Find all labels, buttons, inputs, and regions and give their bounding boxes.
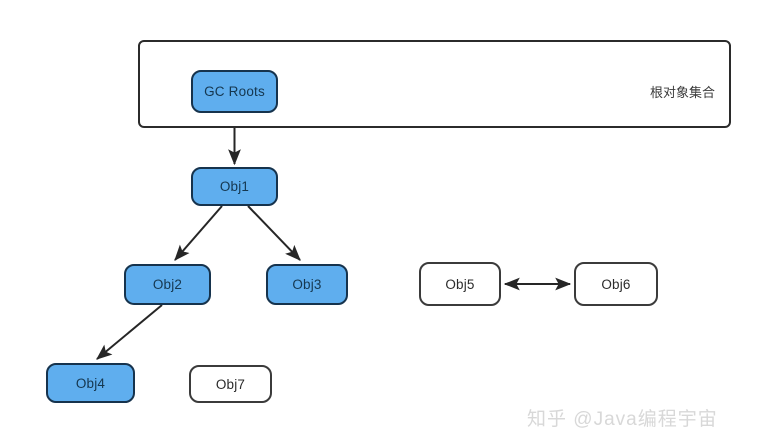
watermark: 知乎 @Java编程宇宙 — [527, 409, 718, 430]
node-gc-roots[interactable]: GC Roots — [191, 70, 278, 113]
edge-obj2-obj4 — [96, 304, 163, 360]
node-gc-roots-label: GC Roots — [204, 84, 265, 99]
node-obj5-label: Obj5 — [445, 276, 475, 292]
gc-roots-group-label: 根对象集合 — [650, 85, 716, 100]
edge-obj1-obj2 — [174, 205, 223, 261]
edge-obj1-obj3 — [247, 205, 301, 261]
node-obj4-label: Obj4 — [75, 375, 106, 391]
node-obj3[interactable]: Obj3 — [266, 264, 348, 305]
node-obj7-label: Obj7 — [215, 376, 246, 392]
node-obj6[interactable]: Obj6 — [574, 262, 658, 306]
node-obj1-label: Obj1 — [219, 179, 250, 194]
node-obj1[interactable]: Obj1 — [191, 167, 278, 206]
node-obj2-label: Obj2 — [152, 277, 183, 292]
node-obj2[interactable]: Obj2 — [124, 264, 211, 305]
node-obj4[interactable]: Obj4 — [46, 363, 135, 403]
node-obj7[interactable]: Obj7 — [189, 365, 272, 403]
node-obj6-label: Obj6 — [601, 276, 631, 292]
node-obj5[interactable]: Obj5 — [419, 262, 501, 306]
node-obj3-label: Obj3 — [292, 277, 322, 292]
